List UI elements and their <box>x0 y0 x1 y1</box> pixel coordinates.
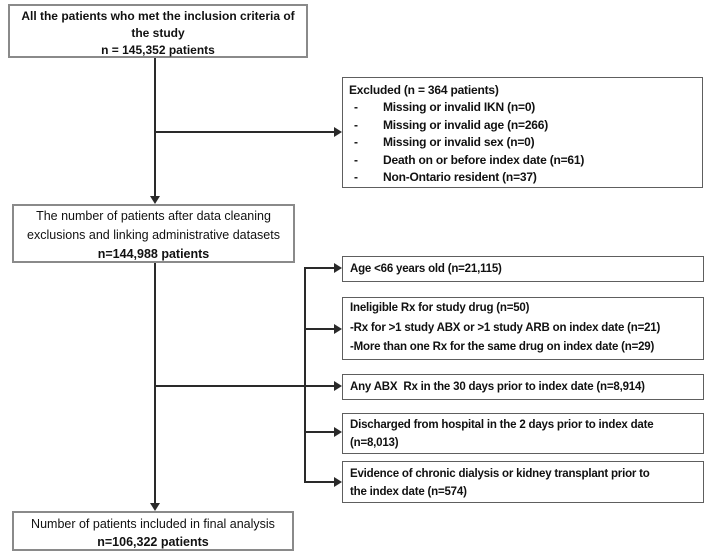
ineligible-rx-item-1: -Rx for >1 study ABX or >1 study ARB on … <box>350 321 661 334</box>
dialysis-line-1: Evidence of chronic dialysis or kidney t… <box>350 468 650 480</box>
branch-to-ineligible <box>305 328 335 330</box>
abx-rx-text: Any ABX Rx in the 30 days prior to index… <box>350 381 645 393</box>
discharged-line-1: Discharged from hospital in the 2 days p… <box>350 419 654 431</box>
inclusion-n-count: n = 145,352 patients <box>101 43 215 57</box>
branch-to-age <box>305 267 335 269</box>
ineligible-rx-box: Ineligible Rx for study drug (n=50) -Rx … <box>342 297 704 360</box>
ineligible-rx-item-2: -More than one Rx for the same drug on i… <box>350 341 655 353</box>
arrowhead-down-icon <box>150 503 160 511</box>
bullet-dash: - <box>354 152 358 167</box>
bullet-dash: - <box>354 117 358 132</box>
discharged-line-2: (n=8,013) <box>350 437 399 449</box>
excluded-item: - Non-Ontario resident (n=37) <box>349 169 696 186</box>
excluded-item: - Missing or invalid IKN (n=0) <box>349 99 696 116</box>
inclusion-box: All the patients who met the inclusion c… <box>8 4 308 58</box>
final-line-1: Number of patients included in final ana… <box>31 517 275 531</box>
connector-cleaning-to-final <box>154 263 156 503</box>
abx-rx-box: Any ABX Rx in the 30 days prior to index… <box>342 374 704 400</box>
bullet-dash: - <box>354 135 358 150</box>
excluded-item: - Missing or invalid age (n=266) <box>349 117 696 134</box>
excluded-item-text: Missing or invalid age (n=266) <box>383 117 549 132</box>
excluded-item: - Death on or before index date (n=61) <box>349 152 696 169</box>
connector-to-abx <box>155 385 335 387</box>
dialysis-line-2: the index date (n=574) <box>350 486 467 498</box>
cleaning-n-count: n=144,988 patients <box>97 247 210 261</box>
excluded-item: - Missing or invalid sex (n=0) <box>349 134 696 151</box>
bullet-dash: - <box>354 100 358 115</box>
excluded-item-text: Missing or invalid IKN (n=0) <box>383 100 536 115</box>
arrowhead-right-icon <box>334 427 342 437</box>
connector-inclusion-to-cleaning <box>154 58 156 197</box>
arrowhead-right-icon <box>334 127 342 137</box>
final-n-count: n=106,322 patients <box>97 535 209 549</box>
branch-to-discharged <box>305 431 335 433</box>
final-analysis-box: Number of patients included in final ana… <box>12 511 294 551</box>
cleaning-line-2: exclusions and linking administrative da… <box>27 228 280 242</box>
data-cleaning-box: The number of patients after data cleani… <box>12 204 295 263</box>
inclusion-line-1: All the patients who met the inclusion c… <box>21 9 295 23</box>
inclusion-line-2: the study <box>131 26 185 40</box>
age-exclusion-text: Age <66 years old (n=21,115) <box>350 263 502 275</box>
arrowhead-down-icon <box>150 196 160 204</box>
excluded-item-text: Death on or before index date (n=61) <box>383 152 585 167</box>
branch-to-dialysis <box>305 481 335 483</box>
excluded-item-text: Non-Ontario resident (n=37) <box>383 170 537 185</box>
arrowhead-right-icon <box>334 477 342 487</box>
connector-to-excluded <box>155 131 334 133</box>
excluded-box: Excluded (n = 364 patients) - Missing or… <box>342 77 703 188</box>
cleaning-line-1: The number of patients after data cleani… <box>36 209 271 223</box>
bullet-dash: - <box>354 170 358 185</box>
arrowhead-right-icon <box>334 324 342 334</box>
excluded-title: Excluded (n = 364 patients) <box>349 83 499 97</box>
arrowhead-right-icon <box>334 381 342 391</box>
arrowhead-right-icon <box>334 263 342 273</box>
excluded-item-text: Missing or invalid sex (n=0) <box>383 135 535 150</box>
age-exclusion-box: Age <66 years old (n=21,115) <box>342 256 704 282</box>
discharged-box: Discharged from hospital in the 2 days p… <box>342 413 704 454</box>
dialysis-transplant-box: Evidence of chronic dialysis or kidney t… <box>342 461 704 503</box>
ineligible-rx-title: Ineligible Rx for study drug (n=50) <box>350 302 530 314</box>
exclusion-spine-line <box>304 267 306 483</box>
